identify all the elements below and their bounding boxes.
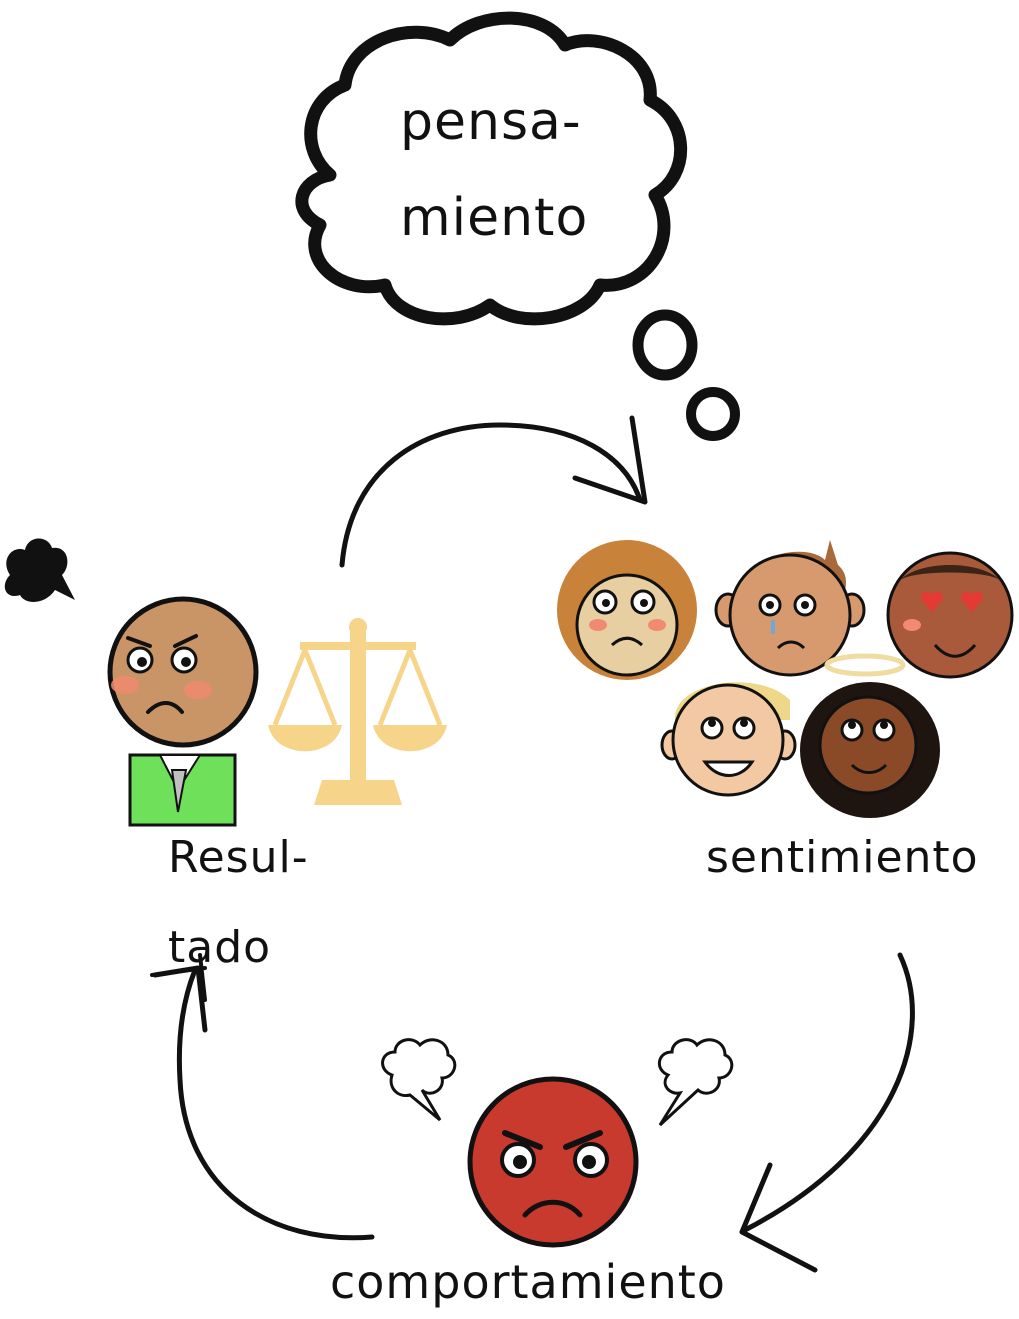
thought-label-line1: pensa- [400,92,582,152]
arrow-behavior-to-result [152,965,375,1241]
strike-mark [150,953,207,1002]
steam-cloud-right-icon [658,1038,734,1127]
thought-label-line2: miento [400,188,589,248]
crying-boy-face [714,540,866,677]
happy-blond-boy-face [660,682,797,797]
angry-man-avatar [107,596,259,827]
angry-red-face [467,1076,639,1248]
feeling-label: sentimiento [706,832,979,883]
scales-icon [268,618,447,805]
thought-bubble-large [632,309,698,381]
in-love-face [886,551,1014,679]
result-label-line1: Resul- [168,832,309,883]
result-label-line2: tado [168,922,272,973]
worried-girl-face [557,540,697,680]
thought-bubble-small [686,387,740,441]
arrow-feeling-to-behavior [739,952,915,1273]
arrow-thought-to-feeling [339,415,648,568]
thought-cloud [295,11,688,326]
steam-puff-icon [4,538,75,602]
behavior-label: comportamiento [330,1255,726,1309]
angel-girl-face [800,653,940,818]
halo-icon [824,653,906,677]
steam-cloud-left-icon [381,1038,457,1122]
